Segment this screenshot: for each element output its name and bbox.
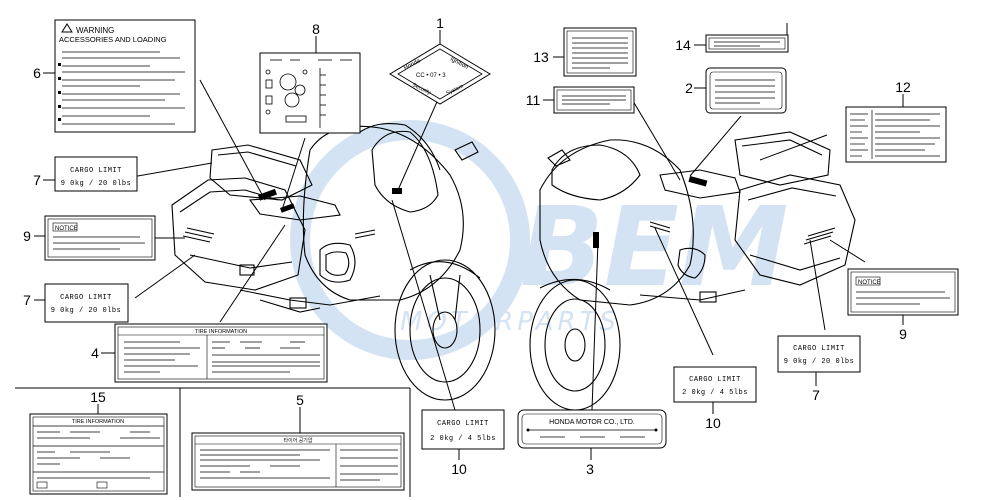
cargo-weight: 2 0kg / 4 5lbs — [682, 389, 748, 397]
callout-15: 15 — [90, 389, 106, 405]
label-12 — [845, 106, 947, 163]
warning-subtitle: ACCESSORIES AND LOADING — [59, 35, 167, 44]
callout-8: 8 — [312, 21, 320, 37]
callout-4: 4 — [91, 345, 99, 361]
callout-11: 11 — [526, 92, 541, 108]
label-tire-pressure-diagram — [259, 52, 361, 134]
callout-7-left: 7 — [23, 292, 31, 308]
callout-13: 13 — [533, 49, 549, 65]
cargo-weight: 9 0kg / 20 0lbs — [51, 307, 122, 315]
label-cargo-limit-10a: CARGO LIMIT 2 0kg / 4 5lbs — [421, 409, 505, 450]
callout-ticks — [34, 30, 904, 460]
callout-7-top: 7 — [33, 172, 41, 188]
callout-10-left: 10 — [451, 461, 467, 477]
cargo-weight: 2 0kg / 4 5lbs — [430, 435, 496, 443]
callout-3: 3 — [586, 461, 594, 477]
label-korean-tire-pressure-5: 타이어 공기압 — [191, 432, 405, 491]
cargo-weight: 9 0kg / 20 0lbs — [61, 180, 132, 188]
callout-5: 5 — [296, 392, 304, 408]
callout-6: 6 — [33, 65, 41, 81]
watermark-subtitle: MOTORPARTS — [400, 307, 620, 337]
label-cargo-limit-7c: CARGO LIMIT 9 0kg / 20 0lbs — [777, 335, 861, 373]
stripes-right — [649, 221, 836, 245]
cargo-title: CARGO LIMIT — [437, 420, 489, 428]
notice-title: NOTICE — [55, 226, 78, 232]
stripes-left — [182, 227, 376, 243]
tire-info-title: TIRE INFORMATION — [72, 419, 124, 425]
label-warning-accessories: WARNING ACCESSORIES AND LOADING — [54, 19, 196, 133]
motorcycle-left — [171, 123, 496, 401]
label-2 — [705, 67, 787, 114]
label-ignition-security-emblem: Honda Ignition CC • 07 • 3 Security Syst… — [389, 43, 491, 105]
label-13 — [563, 27, 637, 77]
watermark-brand: BEM — [520, 183, 788, 311]
label-notice-9b: NOTICE — [847, 268, 959, 316]
korean-title: 타이어 공기압 — [284, 437, 313, 444]
cargo-weight: 9 0kg / 20 0lbs — [784, 358, 855, 366]
callout-2: 2 — [685, 80, 693, 96]
label-marks-right — [593, 176, 708, 248]
watermark: BEM MOTORPARTS — [290, 120, 788, 360]
inset-panel — [15, 387, 411, 497]
label-notice-9a: NOTICE — [44, 215, 156, 261]
callout-numbers: 1 2 3 4 5 6 7 7 7 8 9 9 10 10 11 12 13 1… — [23, 15, 911, 477]
label-marks-left — [258, 188, 402, 213]
callout-14: 14 — [675, 37, 691, 53]
callout-9-right: 9 — [899, 326, 907, 342]
callout-12: 12 — [895, 79, 911, 95]
label-honda-motor-plate: HONDA MOTOR CO., LTD. — [517, 409, 667, 449]
label-cargo-limit-7a: CARGO LIMIT 9 0kg / 20 0lbs — [54, 156, 138, 192]
watermark-ring — [290, 120, 530, 360]
cargo-title: CARGO LIMIT — [793, 345, 845, 353]
warning-title: WARNING — [76, 26, 114, 35]
label-14 — [705, 34, 789, 53]
label-cargo-limit-7b: CARGO LIMIT 9 0kg / 20 0lbs — [44, 283, 129, 323]
callout-7-right: 7 — [812, 387, 820, 403]
honda-motor-text: HONDA MOTOR CO., LTD. — [549, 419, 635, 426]
callout-10-right: 10 — [705, 415, 721, 431]
cargo-title: CARGO LIMIT — [70, 167, 122, 175]
cargo-title: CARGO LIMIT — [60, 294, 112, 302]
cargo-title: CARGO LIMIT — [689, 376, 741, 384]
callout-1: 1 — [436, 15, 444, 31]
tire-info-title: TIRE INFORMATION — [195, 329, 247, 335]
label-tire-information-4: TIRE INFORMATION — [114, 323, 328, 383]
emblem-middle: CC • 07 • 3 — [416, 73, 446, 79]
notice-title: NOTICE — [858, 280, 881, 286]
callout-9-left: 9 — [23, 228, 31, 244]
label-cargo-limit-10b: CARGO LIMIT 2 0kg / 4 5lbs — [673, 366, 757, 403]
label-tire-information-15: TIRE INFORMATION — [29, 413, 168, 495]
leader-lines — [114, 23, 866, 411]
label-11 — [553, 86, 635, 114]
